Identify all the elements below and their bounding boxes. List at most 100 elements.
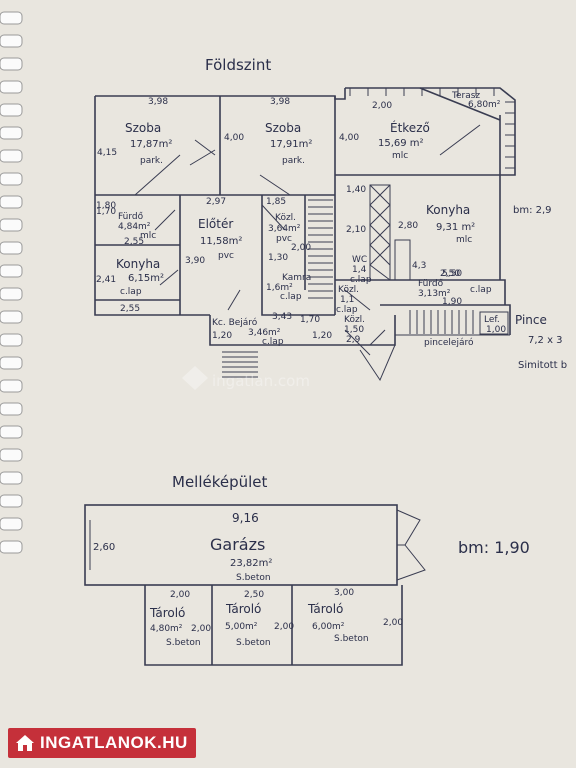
svg-text:2,80: 2,80 <box>398 221 418 231</box>
svg-text:c.lap: c.lap <box>470 285 492 295</box>
spiral-ring <box>0 356 23 370</box>
svg-text:park.: park. <box>140 156 163 166</box>
outbuilding-bm: bm: 1,90 <box>458 538 530 557</box>
storage-3: Tároló 6,00m² S.beton 3,00 2,00 <box>307 588 403 644</box>
house-icon <box>16 735 34 751</box>
svg-text:Simitott b: Simitott b <box>518 360 567 371</box>
ingatlanok-logo[interactable]: INGATLANOK.HU <box>8 728 196 758</box>
room-eloter: Előtér 11,58m² pvc 2,97 3,90 <box>185 197 242 266</box>
room-pince-box: Lef. 1,00 <box>479 311 509 335</box>
spiral-ring <box>0 287 23 301</box>
garage: Garázs 23,82m² S.beton 9,16 2,60 <box>84 504 426 586</box>
spiral-ring <box>0 425 23 439</box>
room-kozl: Közl. 3,64m² pvc 1,85 2,00 <box>266 197 311 253</box>
svg-text:Kc. Bejáró: Kc. Bejáró <box>212 317 258 328</box>
logo-text: INGATLANOK.HU <box>40 733 188 752</box>
svg-text:3,00: 3,00 <box>334 588 354 598</box>
svg-text:2,00: 2,00 <box>274 622 294 632</box>
svg-text:2,00: 2,00 <box>372 101 392 111</box>
spiral-ring <box>0 172 23 186</box>
svg-text:1,50: 1,50 <box>344 325 364 335</box>
svg-text:park.: park. <box>282 156 305 166</box>
storage-1: Tároló 4,80m² S.beton 2,00 2,00 <box>149 590 211 648</box>
svg-text:ingatlan.com: ingatlan.com <box>212 372 310 390</box>
svg-text:1,70: 1,70 <box>300 315 320 325</box>
svg-text:pvc: pvc <box>218 251 234 261</box>
room-konyha-big: Konyha 9,31 m² mlc 2,80 4,3 <box>398 203 475 271</box>
svg-text:1,40: 1,40 <box>346 185 366 195</box>
spiral-ring <box>0 333 23 347</box>
svg-text:WC: WC <box>352 255 367 265</box>
svg-text:pvc: pvc <box>276 234 292 244</box>
spiral-ring <box>0 103 23 117</box>
svg-text:2,55: 2,55 <box>124 237 144 247</box>
ground-floor-title: Földszint <box>205 56 271 74</box>
svg-text:1,30: 1,30 <box>268 253 288 263</box>
svg-text:S.beton: S.beton <box>236 573 271 583</box>
svg-text:Garázs: Garázs <box>210 535 265 554</box>
svg-text:Konyha: Konyha <box>116 257 160 271</box>
svg-text:17,87m²: 17,87m² <box>130 139 172 150</box>
svg-text:9,16: 9,16 <box>232 511 259 525</box>
spiral-ring <box>0 471 23 485</box>
svg-text:Fürdő: Fürdő <box>418 279 444 289</box>
room-furdo-2: Fürdő 3,13m² c.lap 2,50 1,90 <box>418 269 492 307</box>
spiral-ring <box>0 310 23 324</box>
svg-text:Szoba: Szoba <box>125 121 161 135</box>
svg-text:3,98: 3,98 <box>270 97 290 107</box>
svg-text:2,60: 2,60 <box>93 542 115 553</box>
svg-text:Tároló: Tároló <box>307 602 343 616</box>
spiral-ring <box>0 80 23 94</box>
svg-text:2,55: 2,55 <box>120 304 140 314</box>
room-kamra: Kamra 1,6m² c.lap <box>266 273 311 302</box>
room-kozl-3: Közl. 1,50 2,9 <box>344 315 365 345</box>
svg-text:mlc: mlc <box>140 231 156 241</box>
spiral-ring <box>0 195 23 209</box>
spiral-ring <box>0 379 23 393</box>
spiral-binding <box>0 11 23 554</box>
svg-text:S.beton: S.beton <box>334 634 369 644</box>
svg-text:Fürdő: Fürdő <box>118 212 144 222</box>
door-swings <box>134 124 481 382</box>
spiral-ring <box>0 149 23 163</box>
room-terasz: Terasz 6,80m² <box>451 91 501 110</box>
svg-text:5,00m²: 5,00m² <box>225 622 258 632</box>
svg-text:c.lap: c.lap <box>280 292 302 302</box>
svg-text:4,3: 4,3 <box>412 261 426 271</box>
terrace-hatch <box>349 88 515 169</box>
svg-text:2,50: 2,50 <box>244 590 264 600</box>
svg-text:2,00: 2,00 <box>383 618 403 628</box>
svg-text:mlc: mlc <box>456 235 472 245</box>
svg-text:4,00: 4,00 <box>224 133 244 143</box>
svg-text:4,80m²: 4,80m² <box>150 624 183 634</box>
chimney-structure <box>369 184 411 281</box>
svg-text:3,64m²: 3,64m² <box>268 224 301 234</box>
svg-text:Közl.: Közl. <box>338 285 359 295</box>
svg-text:6,00m²: 6,00m² <box>312 622 345 632</box>
svg-text:Közl.: Közl. <box>275 213 296 223</box>
svg-text:6,80m²: 6,80m² <box>468 100 501 110</box>
room-nyitott: 1,70 1,20 <box>300 315 332 341</box>
spiral-ring <box>0 494 23 508</box>
svg-text:2,9: 2,9 <box>346 335 361 345</box>
svg-text:1,00: 1,00 <box>486 325 506 335</box>
spiral-ring <box>0 11 23 25</box>
svg-text:3,13m²: 3,13m² <box>418 289 451 299</box>
svg-text:c.lap: c.lap <box>350 275 372 285</box>
svg-text:17,91m²: 17,91m² <box>270 139 312 150</box>
svg-text:Kamra: Kamra <box>282 273 311 283</box>
svg-text:Lef.: Lef. <box>484 315 500 325</box>
svg-text:Közl.: Közl. <box>344 315 365 325</box>
svg-text:4,00: 4,00 <box>339 133 359 143</box>
svg-text:Tároló: Tároló <box>225 602 261 616</box>
svg-text:S.beton: S.beton <box>236 638 271 648</box>
svg-text:5,50: 5,50 <box>442 269 462 279</box>
room-konyha-small: Konyha 6,15m² c.lap 2,41 2,55 <box>96 257 164 314</box>
storage-2: Tároló 5,00m² S.beton 2,50 2,00 <box>225 590 294 648</box>
svg-text:9,31 m²: 9,31 m² <box>436 222 475 233</box>
svg-text:3,90: 3,90 <box>185 256 205 266</box>
outbuilding-title: Melléképület <box>172 473 268 491</box>
spiral-ring <box>0 57 23 71</box>
svg-text:c.lap: c.lap <box>120 287 142 297</box>
